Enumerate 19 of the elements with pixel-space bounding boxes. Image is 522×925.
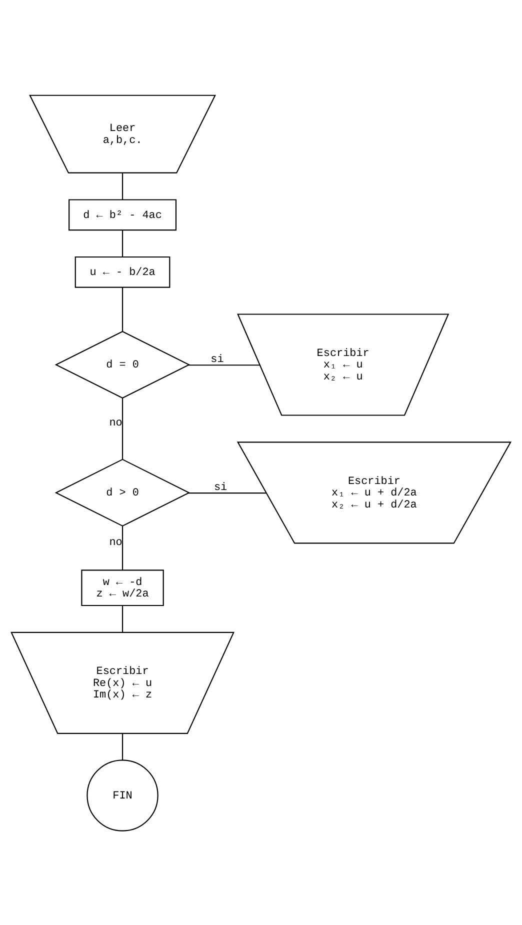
connector [122,286,124,331]
connector [122,733,124,760]
edge-label: si [210,354,224,366]
node-box: u ← - b/2a [74,256,170,288]
edge-label: no [109,417,122,430]
node-diamond: d > 0 [54,458,190,526]
node-box: w ← -d z ← w/2a [81,569,164,606]
edge-label: si [214,482,228,494]
connector [122,605,124,632]
connector [122,398,124,459]
connector [122,525,124,570]
node-box: d ← b² - 4ac [68,198,177,230]
connector [122,172,124,200]
connector [188,492,266,494]
edge-label: no [109,536,122,548]
node-circle: FIN [86,759,158,831]
connector [188,364,260,366]
node-diamond: d = 0 [54,330,190,398]
connector [122,230,124,256]
